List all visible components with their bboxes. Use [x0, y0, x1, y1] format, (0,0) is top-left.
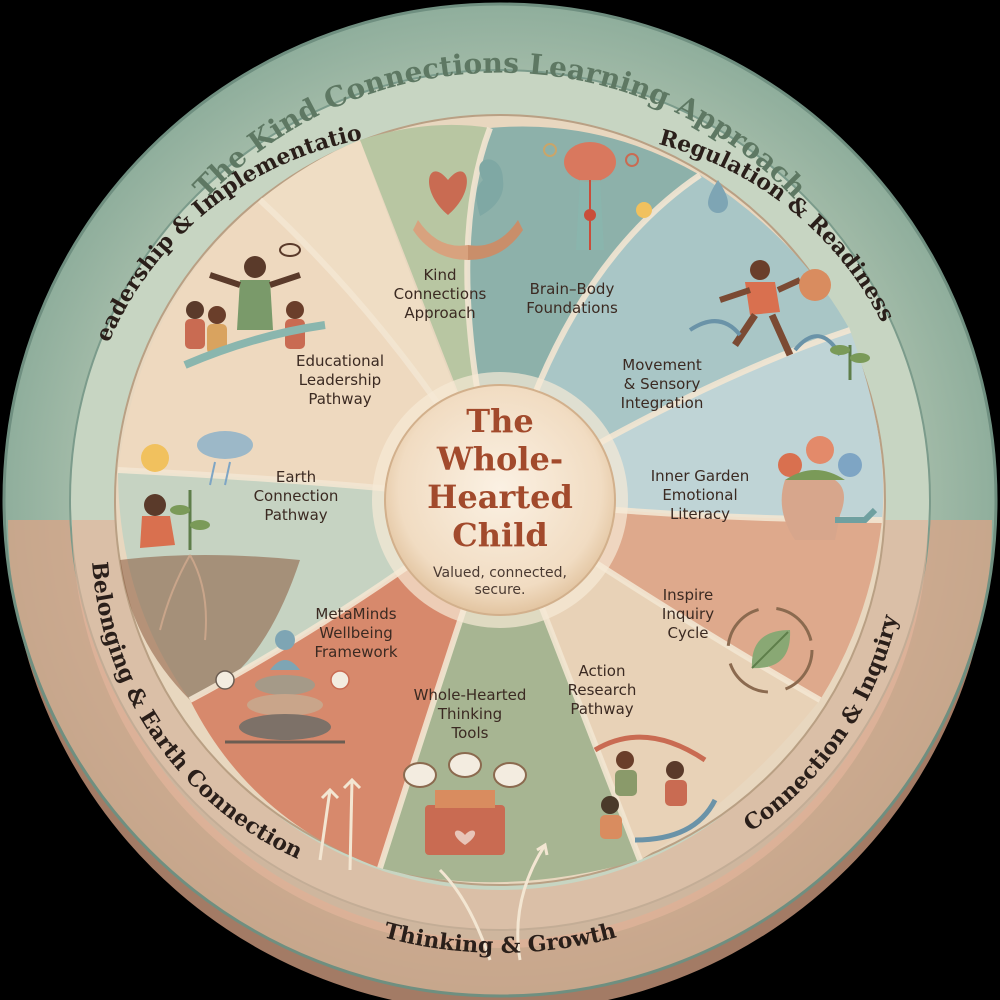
- petal-label-line: Emotional: [662, 486, 737, 504]
- petal-label-line: Educational: [296, 352, 384, 370]
- petal-label-line: Integration: [621, 394, 704, 412]
- petal-label-line: Earth: [276, 468, 316, 486]
- petal-label-line: MetaMinds: [315, 605, 396, 623]
- petal-label-metaminds: MetaMinds Wellbeing Framework: [314, 605, 397, 661]
- petal-label-leadership: Educational Leadership Pathway: [296, 352, 384, 408]
- petal-label-line: & Sensory: [624, 375, 701, 393]
- petal-label-line: Whole-Hearted: [414, 686, 527, 704]
- petal-label-line: Inner Garden: [651, 467, 750, 485]
- petal-label-brain-body: Brain–Body Foundations: [526, 280, 618, 317]
- petal-label-line: Approach: [404, 304, 475, 322]
- petal-label-line: Brain–Body: [530, 280, 615, 298]
- center-subtitle-line-1: Valued, connected,: [433, 565, 567, 581]
- center-title-line-4: Child: [452, 516, 547, 554]
- petal-label-line: Movement: [622, 356, 702, 374]
- petal-label-line: Literacy: [670, 505, 730, 523]
- petal-label-line: Research: [568, 681, 637, 699]
- petal-label-line: Framework: [314, 643, 397, 661]
- petal-label-line: Pathway: [264, 506, 327, 524]
- petal-label-line: Action: [579, 662, 626, 680]
- petal-label-line: Cycle: [668, 624, 709, 642]
- petal-label-line: Inspire: [663, 586, 714, 604]
- petal-label-inquiry: Inspire Inquiry Cycle: [662, 586, 714, 642]
- petal-label-line: Tools: [451, 724, 489, 742]
- petal-label-line: Foundations: [526, 299, 618, 317]
- petal-label-line: Connections: [394, 285, 487, 303]
- petal-label-line: Connection: [254, 487, 339, 505]
- petal-label-line: Thinking: [437, 705, 502, 723]
- petal-label-line: Pathway: [570, 700, 633, 718]
- petal-label-line: Leadership: [299, 371, 381, 389]
- center-title-line-2: Whole-: [436, 440, 563, 478]
- petal-label-line: Kind: [423, 266, 456, 284]
- petal-label-line: Wellbeing: [319, 624, 392, 642]
- petal-label-line: Inquiry: [662, 605, 714, 623]
- center-title-line-1: The: [466, 402, 533, 440]
- petal-label-movement: Movement & Sensory Integration: [621, 356, 704, 412]
- center-title-line-3: Hearted: [427, 478, 573, 516]
- center-subtitle-line-2: secure.: [475, 582, 526, 598]
- petal-label-line: Pathway: [308, 390, 371, 408]
